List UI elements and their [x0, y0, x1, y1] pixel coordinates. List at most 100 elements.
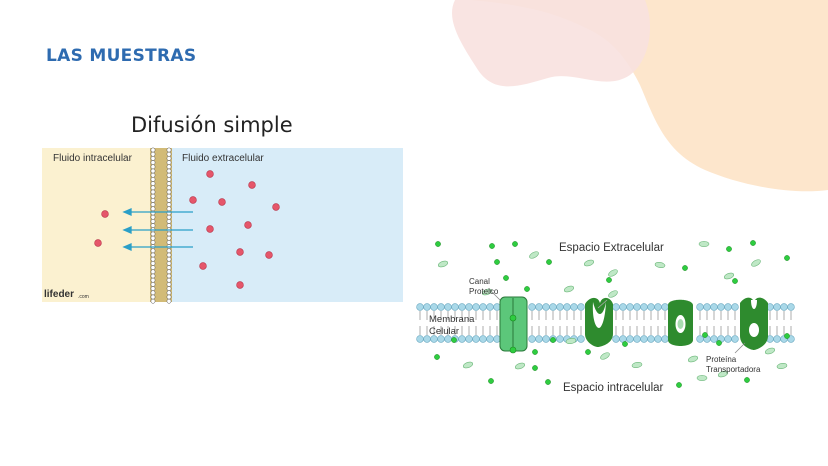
lipid-head	[626, 335, 634, 343]
lipid-head	[493, 303, 501, 311]
oval-molecule	[631, 361, 643, 369]
small-molecule	[750, 240, 756, 246]
small-molecule	[532, 365, 538, 371]
solute-molecule	[236, 281, 244, 289]
label-pointers	[488, 288, 746, 354]
oval-molecule	[654, 261, 666, 269]
lipid-head	[570, 303, 578, 311]
solute-molecule	[236, 248, 244, 256]
oval-molecule	[563, 285, 575, 293]
lipid-head	[710, 303, 718, 311]
channel-label-line2: Proteico	[469, 287, 499, 296]
membrane-lipids	[416, 303, 795, 343]
small-molecule	[512, 241, 518, 247]
carrier-label-line2: Transportadora	[706, 365, 761, 374]
solute-molecule	[244, 221, 252, 229]
solute-molecule	[199, 262, 207, 270]
lipid-head	[465, 335, 473, 343]
lipid-head	[493, 335, 501, 343]
small-molecule	[585, 349, 591, 355]
membrane-label-line1: Membrana	[429, 314, 475, 325]
lipid-heads	[150, 147, 172, 304]
lipid-head	[458, 303, 466, 311]
transport-molecules	[434, 240, 790, 388]
lipid-head	[416, 335, 424, 343]
small-molecule	[503, 275, 509, 281]
solute-molecule	[101, 210, 109, 218]
lipid-head	[465, 303, 473, 311]
lipid-head	[647, 335, 655, 343]
lipid-head	[773, 303, 781, 311]
oval-molecule	[776, 362, 788, 370]
lipid-head	[640, 303, 648, 311]
small-molecule	[682, 265, 688, 271]
lipid-head	[619, 303, 627, 311]
oval-molecule	[723, 272, 735, 280]
lipid-head	[780, 303, 788, 311]
oval-molecule	[514, 362, 526, 370]
lipid-head	[696, 303, 704, 311]
diffusion-arrows	[122, 208, 193, 251]
solute-molecule	[248, 181, 256, 189]
lipid-head	[528, 303, 536, 311]
lipid-head	[166, 298, 172, 304]
solute-molecule	[272, 203, 280, 211]
oval-molecule	[764, 347, 776, 355]
oval-molecule	[565, 337, 577, 345]
lipid-head	[479, 303, 487, 311]
intracellular-fluid-region	[42, 148, 150, 302]
small-molecule	[622, 341, 628, 347]
oval-molecule	[600, 352, 610, 360]
small-molecule	[451, 337, 457, 343]
diffusion-title: Difusión simple	[131, 113, 293, 137]
lifeder-logo: lifeder	[44, 289, 74, 300]
lipid-head	[444, 303, 452, 311]
oval-molecule	[529, 251, 539, 259]
small-molecule	[702, 332, 708, 338]
lipid-head	[710, 335, 718, 343]
lipid-head	[696, 335, 704, 343]
solute-molecules	[94, 170, 280, 289]
solute-molecule	[265, 251, 273, 259]
lipid-head	[486, 335, 494, 343]
intracellular-space-label: Espacio intracelular	[563, 382, 664, 394]
lipid-head	[640, 335, 648, 343]
small-molecule	[726, 246, 732, 252]
solute-molecule	[206, 225, 214, 233]
small-molecule	[532, 349, 538, 355]
lipid-head	[416, 303, 424, 311]
lipid-head	[430, 303, 438, 311]
lipid-head	[479, 335, 487, 343]
intracellular-label: Fluido intracelular	[53, 153, 133, 164]
small-molecule	[606, 277, 612, 283]
channel-protein	[499, 296, 528, 354]
lipid-head	[563, 303, 571, 311]
lipid-head	[542, 335, 550, 343]
lipid-head	[577, 303, 585, 311]
section-heading: LAS MUESTRAS	[46, 46, 197, 66]
lipid-head	[787, 303, 795, 311]
solute-molecule	[218, 198, 226, 206]
lipid-head	[654, 303, 662, 311]
oval-molecule	[437, 260, 449, 268]
lipid-head	[577, 335, 585, 343]
carrier-protein-2	[668, 299, 693, 346]
lipid-head	[731, 303, 739, 311]
lipid-head	[542, 303, 550, 311]
lipid-head	[703, 303, 711, 311]
lipid-head	[528, 335, 536, 343]
small-molecule	[489, 243, 495, 249]
oval-molecule	[751, 259, 761, 267]
solute-molecule	[94, 239, 102, 247]
small-molecule	[545, 379, 551, 385]
lipid-head	[549, 303, 557, 311]
small-molecule	[488, 378, 494, 384]
lipid-head	[626, 303, 634, 311]
oval-molecule	[687, 355, 699, 363]
lipid-head	[437, 303, 445, 311]
oval-molecule	[608, 290, 618, 298]
lipid-head	[451, 303, 459, 311]
small-molecule	[784, 333, 790, 339]
